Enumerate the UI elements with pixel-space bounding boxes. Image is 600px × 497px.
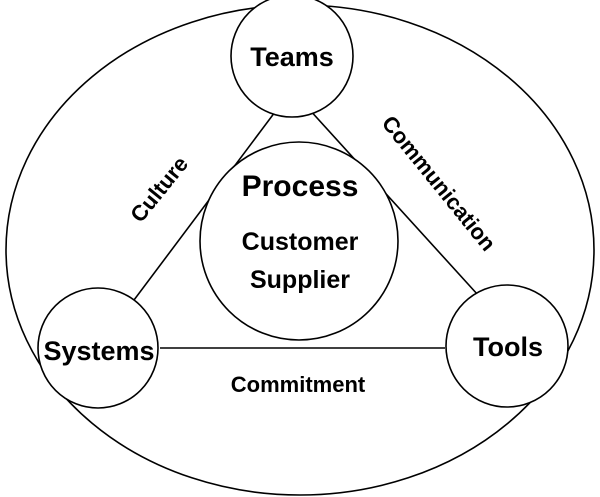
node-teams-label: Teams	[250, 42, 334, 72]
edge-culture-label: Culture	[125, 151, 193, 227]
node-tools-circle	[445, 284, 569, 408]
edge-commitment-label: Commitment	[231, 372, 366, 397]
edge-teams-systems	[127, 107, 279, 309]
edge-teams-tools	[307, 107, 479, 296]
center-line-2: Supplier	[250, 266, 350, 294]
center-circle	[199, 141, 399, 341]
node-systems-circle	[37, 287, 159, 409]
center-line-1: Customer	[242, 228, 359, 256]
node-teams-circle	[230, 0, 354, 118]
node-systems-label: Systems	[43, 336, 154, 366]
center-title: Process	[242, 170, 359, 203]
node-tools-label: Tools	[473, 332, 543, 362]
